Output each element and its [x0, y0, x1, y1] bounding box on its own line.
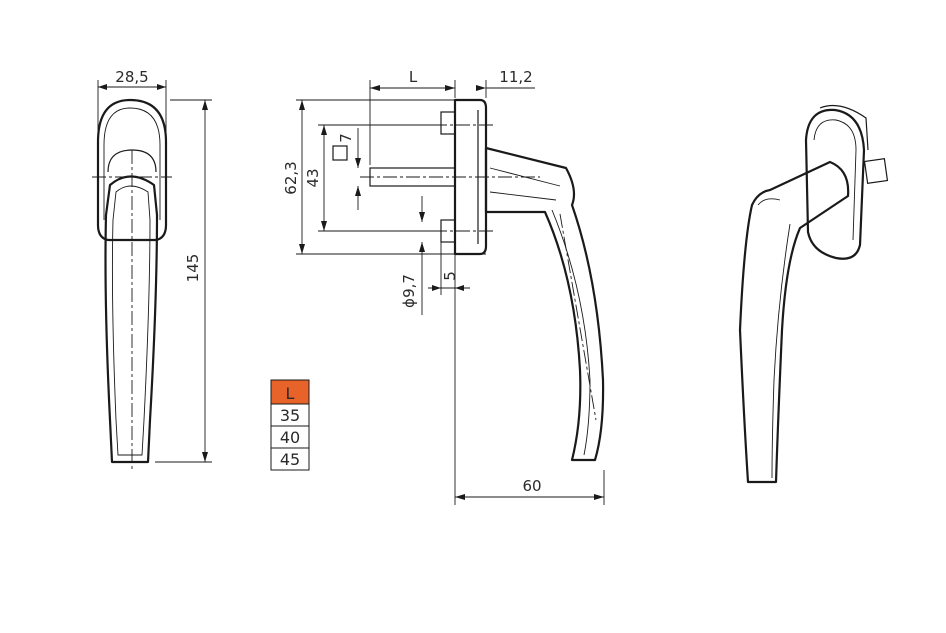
lever-reach-label: 60 — [522, 477, 541, 495]
outer-height-label: 62,3 — [282, 161, 300, 194]
front-lever-inner — [111, 185, 151, 456]
square-symbol — [332, 145, 348, 161]
hole-diameter-label: 9,7 — [400, 274, 418, 298]
front-lever — [104, 175, 159, 464]
square-spindle-label: 7 — [337, 133, 355, 143]
table-header-L: L — [286, 384, 295, 403]
side-lever — [484, 146, 605, 462]
side-view: L 11,2 62,3 43 7 ϕ 9,7 — [282, 68, 605, 505]
front-view: 28,5 145 — [92, 68, 212, 470]
front-width-label: 28,5 — [115, 68, 148, 86]
front-height-label: 145 — [184, 254, 202, 283]
table-value: 45 — [280, 450, 300, 469]
table-value: 40 — [280, 428, 300, 447]
persp-base — [804, 108, 866, 260]
hole-diameter-symbol: ϕ — [400, 298, 418, 308]
persp-spindle — [863, 158, 889, 184]
spindle-length-label: L — [409, 68, 418, 86]
length-table: L 35 40 45 — [270, 379, 310, 471]
screw-spacing-label: 43 — [304, 168, 322, 187]
table-value: 35 — [280, 406, 300, 425]
upper-screw — [440, 111, 456, 135]
offset-label: 5 — [441, 271, 459, 281]
persp-lever — [738, 160, 850, 484]
front-base-inner — [103, 107, 161, 220]
side-lever-inner — [489, 167, 591, 456]
base-depth-label: 11,2 — [499, 68, 532, 86]
perspective-view — [738, 105, 889, 484]
